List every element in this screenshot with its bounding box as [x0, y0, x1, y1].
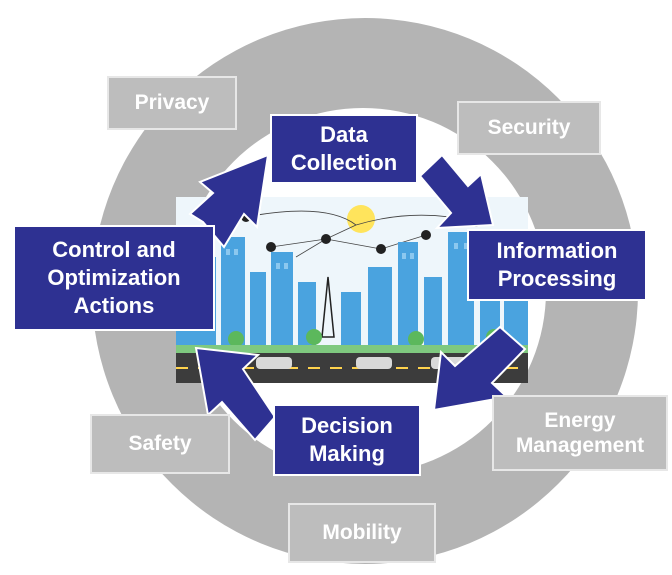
decision-making-box: Decision Making — [273, 404, 421, 476]
arrow-to-data-collection — [188, 153, 270, 249]
privacy-label: Privacy — [107, 76, 237, 130]
arrow-to-decision-making — [432, 325, 527, 412]
data-collection-box: Data Collection — [270, 114, 418, 184]
control-optimization-actions-box: Control and Optimization Actions — [13, 225, 215, 331]
information-processing-box: Information Processing — [467, 229, 647, 301]
security-label: Security — [457, 101, 601, 155]
energy-management-label: Energy Management — [492, 395, 668, 471]
arrow-to-information-processing — [418, 153, 495, 230]
safety-label: Safety — [90, 414, 230, 474]
arrow-to-control-actions — [194, 346, 277, 442]
mobility-label: Mobility — [288, 503, 436, 563]
